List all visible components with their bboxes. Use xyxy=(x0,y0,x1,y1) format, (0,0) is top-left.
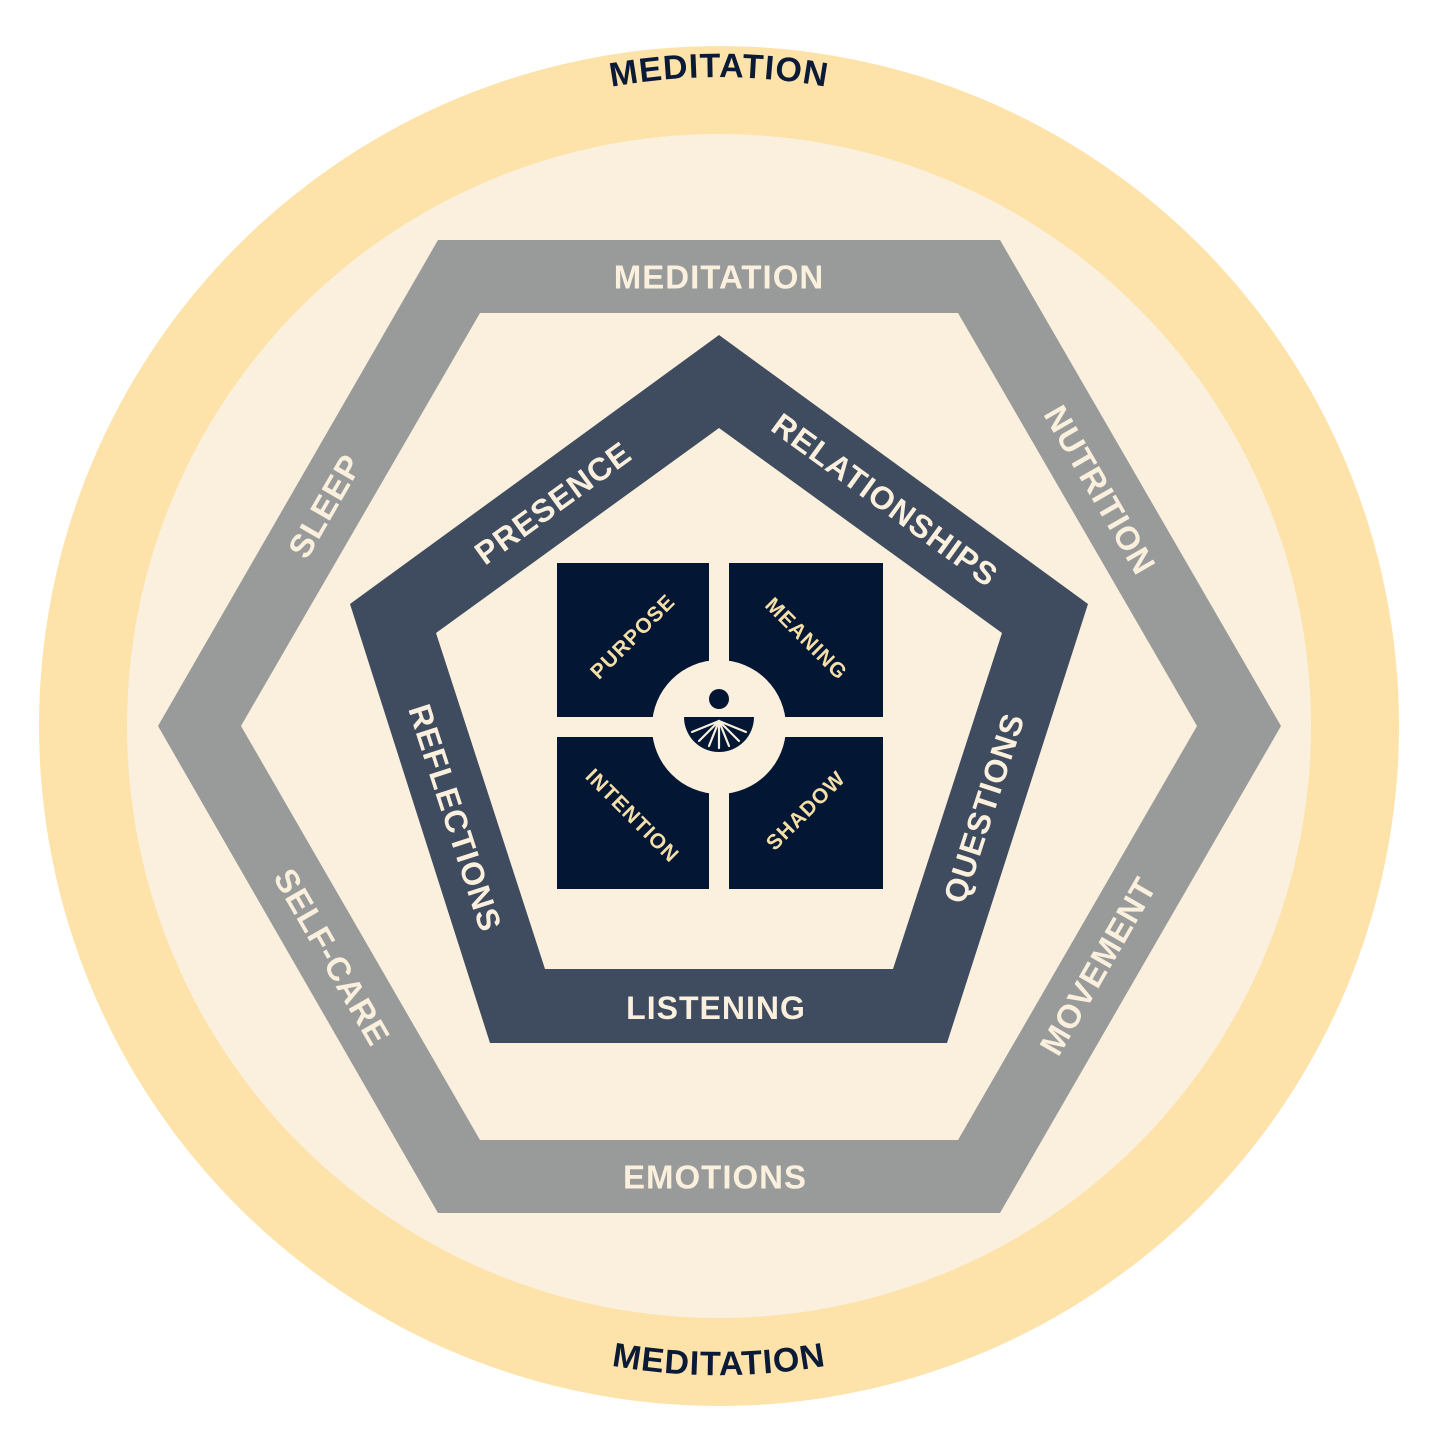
hexagon-bottom-label: EMOTIONS xyxy=(623,1159,807,1196)
pentagon-band xyxy=(350,335,1088,1043)
core-square xyxy=(557,563,883,889)
sunrise-logo-icon xyxy=(684,689,754,752)
hexagon-top-label: MEDITATION xyxy=(614,259,824,296)
pentagon-bottom-label: LISTENING xyxy=(626,990,806,1026)
